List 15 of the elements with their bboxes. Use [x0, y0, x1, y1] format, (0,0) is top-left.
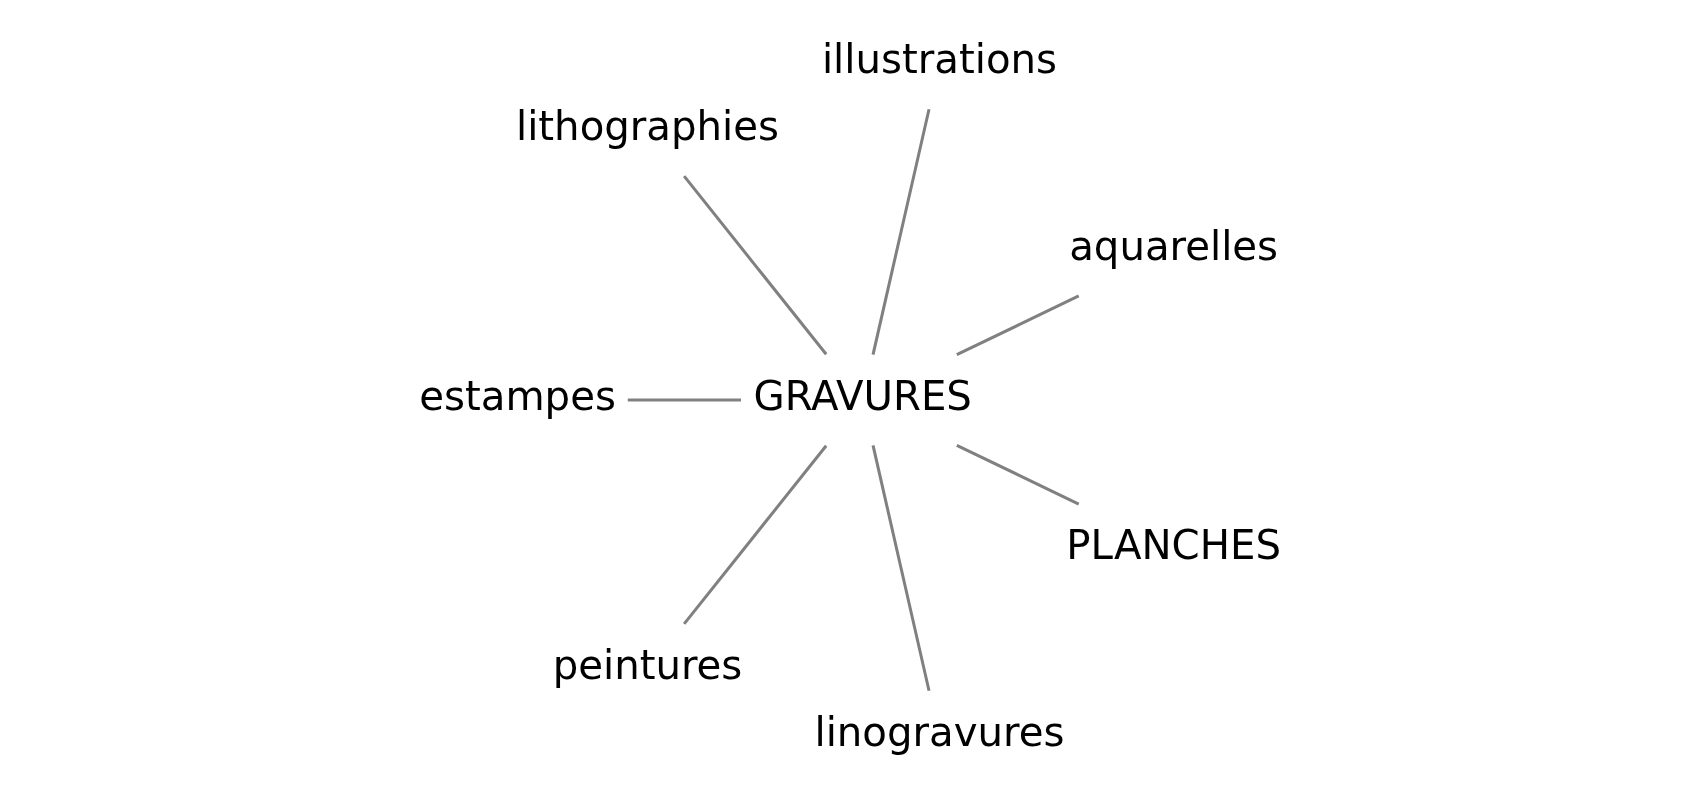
- node-text: linogravures: [814, 709, 1065, 756]
- connector: [956, 443, 1080, 506]
- node-text: GRAVURES: [753, 372, 972, 419]
- node-text: lithographies: [515, 102, 780, 149]
- node-text: estampes: [419, 372, 616, 419]
- node-text: illustrations: [821, 36, 1058, 83]
- connector: [956, 294, 1080, 357]
- node-text: peintures: [552, 642, 743, 689]
- connector: [871, 445, 931, 692]
- connector: [871, 108, 931, 355]
- node-text: aquarelles: [1069, 222, 1279, 269]
- connector: [683, 444, 828, 625]
- connector: [627, 398, 741, 402]
- connector: [683, 175, 828, 356]
- node-text: PLANCHES: [1066, 522, 1281, 569]
